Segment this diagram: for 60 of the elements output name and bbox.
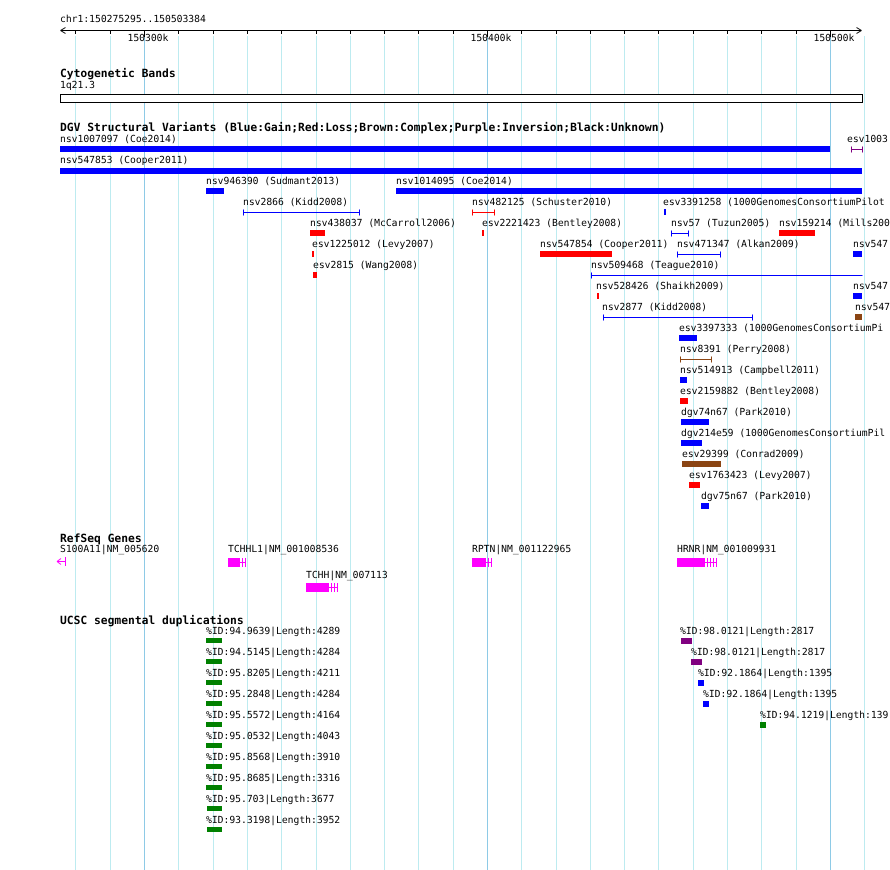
variant-label: esv1003 bbox=[847, 134, 888, 145]
variant-label: nsv946390 (Sudmant2013) bbox=[206, 176, 340, 187]
variant-label: nsv547 bbox=[853, 239, 888, 250]
duplication-label: %ID:95.0532|Length:4043 bbox=[206, 731, 340, 742]
variant-label: nsv1007097 (Coe2014) bbox=[60, 134, 177, 145]
duplication-label: %ID:92.1864|Length:1395 bbox=[698, 668, 832, 679]
variant-label: nsv547 bbox=[853, 281, 888, 292]
variant-label: esv1763423 (Levy2007) bbox=[689, 470, 812, 481]
duplication-label: %ID:95.703|Length:3677 bbox=[206, 794, 334, 805]
variant-label: esv2221423 (Bentley2008) bbox=[482, 218, 622, 229]
scale-tick-label: 150400k bbox=[470, 33, 512, 44]
coordinate-range: chr1:150275295..150503384 bbox=[60, 14, 206, 25]
duplication-label: %ID:92.1864|Length:1395 bbox=[703, 689, 838, 700]
variant-label: nsv471347 (Alkan2009) bbox=[677, 239, 800, 250]
variant-label: nsv159214 (Mills200 bbox=[779, 218, 890, 229]
variant-label: nsv482125 (Schuster2010) bbox=[472, 197, 612, 208]
variant-label: nsv547853 (Cooper2011) bbox=[60, 155, 188, 166]
variant-label: esv29399 (Conrad2009) bbox=[682, 449, 804, 460]
scale-tick-label: 150500k bbox=[814, 33, 854, 44]
scale-tick-label: 150300k bbox=[128, 33, 168, 44]
variant-label: esv1225012 (Levy2007) bbox=[312, 239, 434, 250]
track-title: Cytogenetic Bands bbox=[60, 67, 176, 80]
variant-label: esv3391258 (1000GenomesConsortiumPilot bbox=[663, 197, 885, 208]
track-title: DGV Structural Variants (Blue:Gain;Red:Loss;Brown:Complex;Purple:Inversion;Black:Unknown) bbox=[60, 121, 666, 134]
variant-label: nsv547854 (Cooper2011) bbox=[540, 239, 668, 250]
variant-label: nsv1014095 (Coe2014) bbox=[396, 176, 513, 187]
track-title: RefSeq Genes bbox=[60, 532, 142, 545]
variant-label: nsv57 (Tuzun2005) bbox=[671, 218, 770, 229]
variant-label: esv2815 (Wang2008) bbox=[313, 260, 418, 271]
variant-label: esv3397333 (1000GenomesConsortiumPi bbox=[679, 323, 884, 334]
duplication-label: %ID:94.5145|Length:4284 bbox=[206, 647, 340, 658]
band-label: 1q21.3 bbox=[60, 80, 95, 91]
duplication-label: %ID:95.8205|Length:4211 bbox=[206, 668, 340, 679]
gene-label: TCHHL1|NM_001008536 bbox=[228, 544, 339, 555]
duplication-label: %ID:95.2848|Length:4284 bbox=[206, 689, 340, 700]
duplication-label: %ID:95.5572|Length:4164 bbox=[206, 710, 340, 721]
duplication-label: %ID:98.0121|Length:2817 bbox=[680, 626, 814, 637]
duplication-label: %ID:95.8568|Length:3910 bbox=[206, 752, 340, 763]
duplication-label: %ID:98.0121|Length:2817 bbox=[691, 647, 826, 658]
variant-label: nsv8391 (Perry2008) bbox=[680, 344, 791, 355]
variant-label: dgv214e59 (1000GenomesConsortiumPil bbox=[681, 428, 886, 439]
variant-label: nsv2877 (Kidd2008) bbox=[602, 302, 707, 313]
variant-label: nsv2866 (Kidd2008) bbox=[243, 197, 348, 208]
gene-label: S100A11|NM_005620 bbox=[60, 544, 160, 555]
gene-label: RPTN|NM_001122965 bbox=[472, 544, 572, 555]
duplication-label: %ID:95.8685|Length:3316 bbox=[206, 773, 340, 784]
variant-label: nsv547 bbox=[855, 302, 890, 313]
gene-label: HRNR|NM_001009931 bbox=[677, 544, 776, 555]
variant-label: nsv514913 (Campbell2011) bbox=[680, 365, 820, 376]
variant-label: esv2159882 (Bentley2008) bbox=[680, 386, 820, 397]
duplication-label: %ID:94.1219|Length:139 bbox=[760, 710, 888, 721]
duplication-label: %ID:94.9639|Length:4289 bbox=[206, 626, 340, 637]
variant-label: dgv75n67 (Park2010) bbox=[701, 491, 812, 502]
track-title: UCSC segmental duplications bbox=[60, 614, 244, 627]
gene-label: TCHH|NM_007113 bbox=[306, 570, 388, 581]
variant-label: dgv74n67 (Park2010) bbox=[681, 407, 792, 418]
variant-label: nsv509468 (Teague2010) bbox=[591, 260, 720, 271]
duplication-label: %ID:93.3198|Length:3952 bbox=[206, 815, 340, 826]
variant-label: nsv528426 (Shaikh2009) bbox=[596, 281, 724, 292]
variant-label: nsv438037 (McCarroll2006) bbox=[310, 218, 456, 229]
